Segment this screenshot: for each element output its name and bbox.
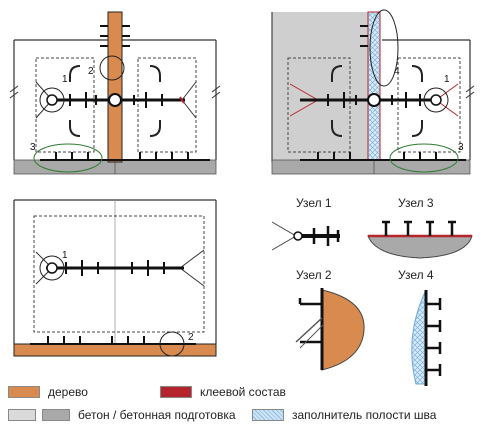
node-4-detail xyxy=(411,289,442,386)
concrete-dark-swatch xyxy=(42,409,70,421)
callout-d1-1: 1 xyxy=(62,74,68,85)
wood-swatch xyxy=(8,386,40,398)
concrete-light-swatch xyxy=(8,409,36,421)
callout-d2-4: 4 xyxy=(394,66,400,77)
diagram-3-wood-base-joint xyxy=(13,199,217,357)
node-2-detail xyxy=(295,288,365,371)
node-3-detail xyxy=(367,220,473,259)
legend-filler: заполнитель полости шва xyxy=(252,407,436,423)
legend-wood: дерево xyxy=(8,384,88,400)
callout-d3-2: 2 xyxy=(188,332,194,343)
diagram-2-concrete-joint xyxy=(271,9,475,175)
legend-glue: клеевой состав xyxy=(160,384,286,400)
filler-swatch xyxy=(252,409,284,421)
callout-d2-3: 3 xyxy=(458,142,464,153)
callout-d1-2: 2 xyxy=(88,66,94,77)
legend-glue-label: клеевой состав xyxy=(200,385,286,399)
callout-d3-1: 1 xyxy=(62,250,68,261)
glue-swatch xyxy=(160,386,192,398)
node-2-title: Узел 2 xyxy=(296,268,332,282)
callout-d1-3: 3 xyxy=(30,142,36,153)
legend-concrete-label: бетон / бетонная подготовка xyxy=(78,408,236,422)
legend-wood-label: дерево xyxy=(48,385,88,399)
node-1-title: Узел 1 xyxy=(296,196,332,210)
legend-filler-label: заполнитель полости шва xyxy=(292,408,437,422)
legend-concrete: бетон / бетонная подготовка xyxy=(8,407,236,423)
callout-d2-1: 1 xyxy=(444,74,450,85)
diagram-1-wood-formwork-joint xyxy=(9,11,221,175)
node-4-title: Узел 4 xyxy=(398,268,434,282)
node-1-detail xyxy=(271,221,340,251)
node-3-title: Узел 3 xyxy=(398,196,434,210)
